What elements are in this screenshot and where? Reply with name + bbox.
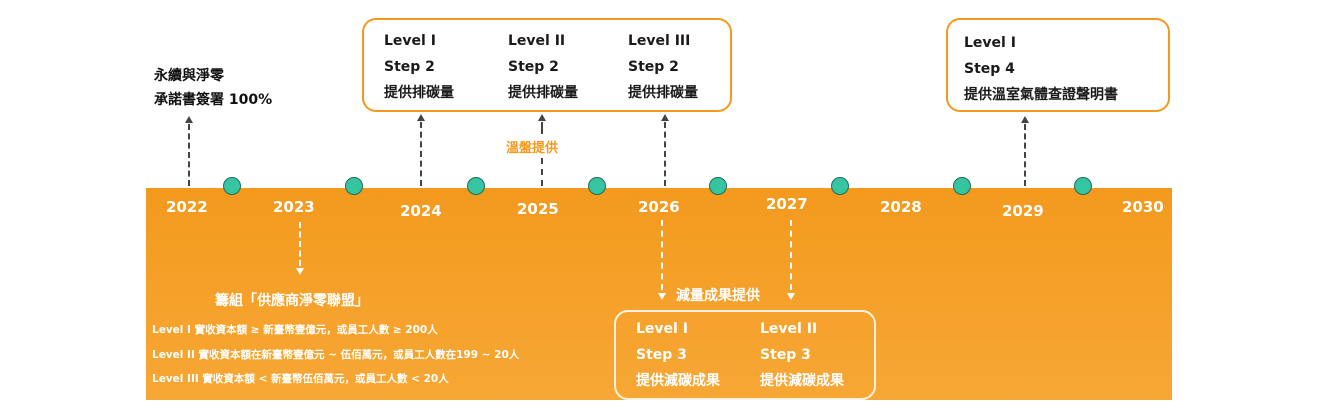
- year-2027: 2027: [766, 195, 808, 213]
- dashed-connector: [664, 122, 666, 186]
- dashed-connector: [299, 222, 301, 266]
- step4-desc: 提供溫室氣體查證聲明書: [964, 87, 1118, 103]
- step4-box: Level I Step 4 提供溫室氣體查證聲明書: [946, 18, 1170, 112]
- year-2024: 2024: [400, 202, 442, 220]
- year-2028: 2028: [880, 198, 922, 216]
- definition-level1: Level I 實收資本額 ≥ 新臺幣壹億元，或員工人數 ≥ 200人: [152, 324, 438, 336]
- step2-col2-level: Level II: [508, 33, 566, 49]
- wenpan-label: 溫盤提供: [506, 141, 559, 156]
- step2-col2-step: Step 2: [508, 59, 559, 75]
- timeline-dot: [223, 177, 241, 195]
- dashed-connector: [541, 158, 543, 186]
- dashed-connector: [420, 122, 422, 186]
- commitment-line-1: 永續與淨零: [154, 68, 224, 84]
- step3-col-level2: Level II Step 3 提供減碳成果: [760, 316, 844, 394]
- step3-box: Level I Step 3 提供減碳成果 Level II Step 3 提供…: [614, 310, 876, 400]
- step2-box: Level I Step 2 提供排碳量 Level II Step 2 提供排…: [362, 18, 732, 112]
- step2-col-level1: Level I Step 2 提供排碳量: [384, 28, 454, 106]
- step2-col2-desc: 提供排碳量: [508, 85, 578, 101]
- arrow-down-icon: [787, 293, 795, 300]
- arrow-down-icon: [658, 293, 666, 300]
- timeline-dot: [709, 177, 727, 195]
- dashed-connector: [188, 124, 190, 186]
- definition-level2: Level II 實收資本額在新臺幣壹億元 ~ 伍佰萬元，或員工人數在199 ~…: [152, 349, 520, 361]
- step3-col1-level: Level I: [636, 321, 688, 337]
- timeline-dot: [1074, 177, 1092, 195]
- year-2026: 2026: [638, 198, 680, 216]
- step2-col-level2: Level II Step 2 提供排碳量: [508, 28, 578, 106]
- step4-level: Level I: [964, 35, 1016, 51]
- step2-col1-level: Level I: [384, 33, 436, 49]
- step3-col2-level: Level II: [760, 321, 818, 337]
- step3-col-level1: Level I Step 3 提供減碳成果: [636, 316, 720, 394]
- commitment-line-2: 承諾書簽署 100%: [154, 92, 273, 108]
- year-2030: 2030: [1122, 198, 1164, 216]
- arrow-up-icon: [538, 114, 546, 121]
- step4-step: Step 4: [964, 61, 1015, 77]
- step2-col1-desc: 提供排碳量: [384, 85, 454, 101]
- step3-col2-desc: 提供減碳成果: [760, 373, 844, 389]
- definition-level3: Level III 實收資本額 < 新臺幣伍佰萬元，或員工人數 < 20人: [152, 373, 449, 385]
- alliance-title: 籌組「供應商淨零聯盟」: [215, 293, 369, 309]
- timeline-dot: [953, 177, 971, 195]
- timeline-dot: [345, 177, 363, 195]
- step2-col3-step: Step 2: [628, 59, 679, 75]
- arrow-down-icon: [296, 268, 304, 275]
- year-2029: 2029: [1002, 202, 1044, 220]
- timeline-dot: [831, 177, 849, 195]
- step4-lines: Level I Step 4 提供溫室氣體查證聲明書: [964, 30, 1118, 108]
- commitment-text: 永續與淨零 承諾書簽署 100%: [154, 64, 272, 112]
- step3-col1-desc: 提供減碳成果: [636, 373, 720, 389]
- step3-col1-step: Step 3: [636, 347, 687, 363]
- dashed-connector: [661, 220, 663, 290]
- dashed-connector: [541, 122, 543, 134]
- dashed-connector: [1024, 124, 1026, 186]
- reduction-label: 減量成果提供: [676, 288, 760, 304]
- step2-col1-step: Step 2: [384, 59, 435, 75]
- step2-col-level3: Level III Step 2 提供排碳量: [628, 28, 698, 106]
- arrow-up-icon: [1021, 116, 1029, 123]
- arrow-up-icon: [661, 114, 669, 121]
- year-2022: 2022: [166, 198, 208, 216]
- year-2025: 2025: [517, 200, 559, 218]
- step2-col3-level: Level III: [628, 33, 691, 49]
- step3-col2-step: Step 3: [760, 347, 811, 363]
- timeline-dot: [588, 177, 606, 195]
- arrow-up-icon: [417, 114, 425, 121]
- year-2023: 2023: [273, 198, 315, 216]
- step2-col3-desc: 提供排碳量: [628, 85, 698, 101]
- dashed-connector: [790, 220, 792, 290]
- arrow-up-icon: [185, 116, 193, 123]
- timeline-dot: [467, 177, 485, 195]
